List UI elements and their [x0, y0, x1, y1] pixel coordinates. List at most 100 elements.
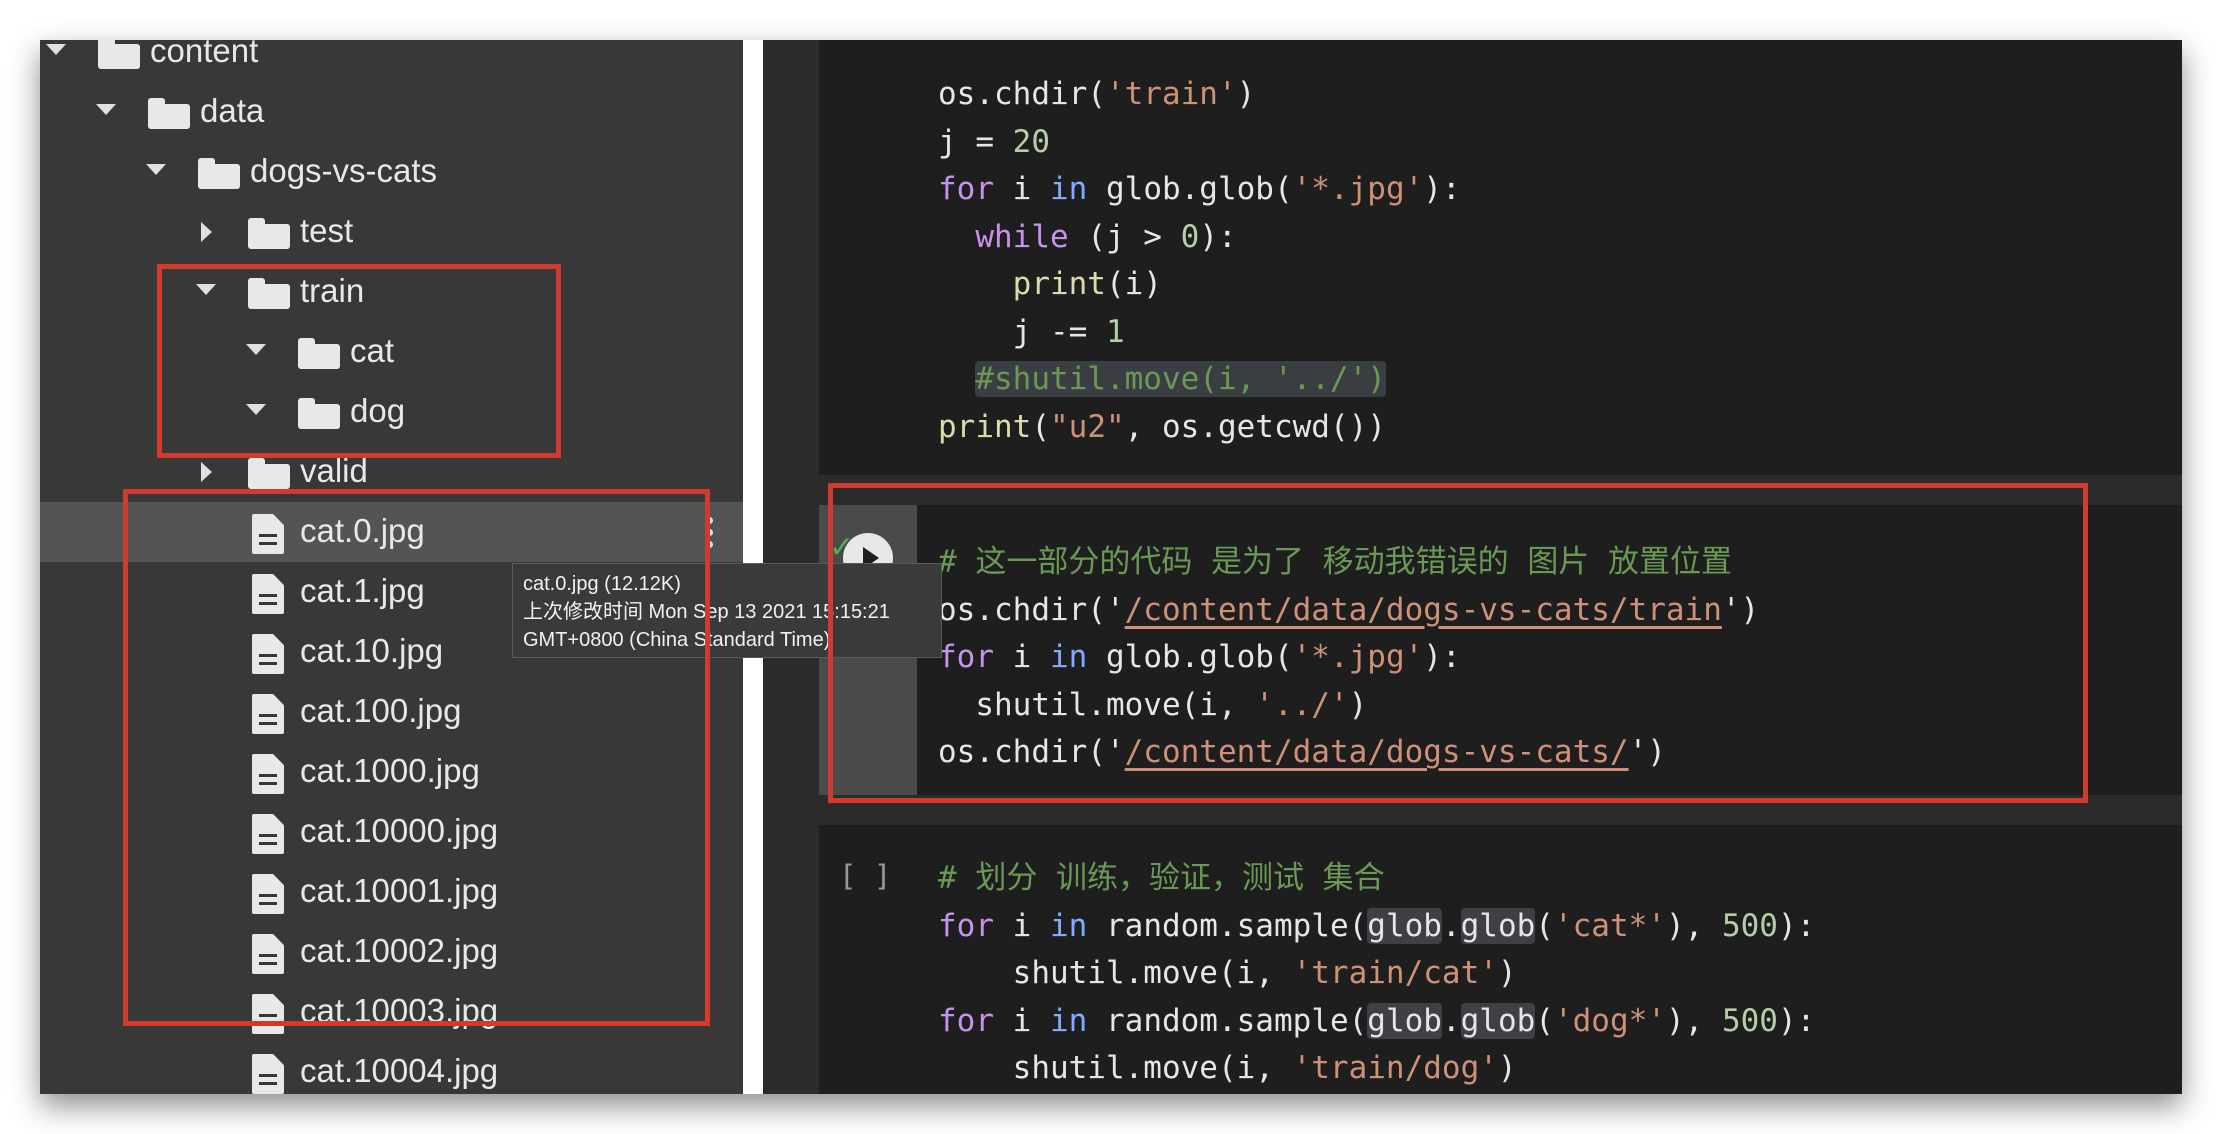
folder-label: test: [300, 212, 354, 249]
folder-row-data[interactable]: data: [40, 82, 743, 142]
code-token: ):: [1199, 218, 1237, 255]
file-row-cat-1-jpg[interactable]: cat.1.jpg: [40, 562, 743, 622]
code-token: (i): [1105, 266, 1162, 302]
folder-icon: [298, 398, 340, 429]
file-row-cat-10-jpg[interactable]: cat.10.jpg: [40, 622, 743, 682]
code-token: ):: [1423, 639, 1461, 675]
code-line: print("u2", os.getcwd()): [938, 404, 1461, 452]
code-line: shutil.move(i, 'train/dog'): [938, 1045, 1815, 1093]
code-token: [938, 219, 975, 255]
code-token: glob: [1367, 1002, 1442, 1039]
code-token: in: [1050, 907, 1088, 944]
folder-label: cat: [350, 332, 395, 369]
code-token: 'cat*': [1553, 907, 1666, 944]
file-label: cat.0.jpg: [300, 512, 425, 549]
folder-icon: [248, 278, 290, 309]
code-token: random.sample(: [1087, 907, 1368, 944]
code-token: glob.glob(: [1087, 171, 1293, 207]
code-token: .: [1441, 1002, 1461, 1039]
file-label: cat.1.jpg: [300, 572, 425, 609]
chevron-right-icon[interactable]: [201, 222, 212, 242]
folder-row-dog[interactable]: dog: [40, 382, 743, 442]
file-label: cat.1000.jpg: [300, 752, 480, 789]
folder-icon: [148, 98, 190, 129]
code-line: shutil.move(i, 'train/cat'): [938, 950, 1815, 998]
folder-label: content: [150, 40, 259, 69]
file-label: cat.10004.jpg: [300, 1052, 499, 1089]
code-token: for: [938, 907, 994, 944]
code-token: [938, 361, 975, 397]
code-token: shutil.move(i,: [938, 1050, 1293, 1086]
code-token: (: [1535, 907, 1554, 944]
file-row-cat-1000-jpg[interactable]: cat.1000.jpg: [40, 742, 743, 802]
code-token: 'train/cat': [1292, 955, 1498, 991]
code-token: ): [1497, 955, 1517, 991]
code-line: for i in glob.glob('*.jpg'):: [938, 166, 1461, 214]
file-row-cat-10000-jpg[interactable]: cat.10000.jpg: [40, 802, 743, 862]
folder-row-valid[interactable]: valid: [40, 442, 743, 502]
code-token: 'train': [1105, 76, 1237, 112]
chevron-down-icon[interactable]: [246, 404, 266, 415]
file-icon: [252, 814, 284, 854]
code-token: while: [975, 218, 1069, 255]
chevron-down-icon[interactable]: [246, 344, 266, 355]
folder-icon: [298, 338, 340, 369]
tooltip-file-size: cat.0.jpg (12.12K): [523, 573, 681, 595]
code-token: in: [1050, 1002, 1088, 1039]
code-token: i: [994, 907, 1050, 944]
code-line: for i in glob.glob('*.jpg'):: [938, 634, 1759, 682]
code-token: j -=: [938, 313, 1106, 350]
folder-label: train: [300, 272, 365, 309]
cell-3-run-bracket[interactable]: [ ]: [839, 859, 892, 893]
code-token: ): [1348, 686, 1368, 723]
code-token: i: [994, 1002, 1050, 1039]
code-token: '*.jpg': [1292, 171, 1424, 207]
file-icon: [252, 934, 284, 974]
execution-success-icon: ✓: [829, 531, 855, 564]
folder-row-test[interactable]: test: [40, 202, 743, 262]
file-row-cat-0-jpg[interactable]: cat.0.jpg: [40, 502, 743, 562]
code-token: #shutil.move(i, '../'): [975, 361, 1386, 397]
chevron-down-icon[interactable]: [46, 44, 66, 55]
annotation-box-train-folders: [157, 264, 561, 458]
code-token: os.chdir(: [938, 76, 1106, 112]
code-token: (: [1031, 408, 1050, 445]
file-label: cat.10001.jpg: [300, 872, 499, 909]
code-token: shutil.move(i,: [938, 686, 1256, 723]
code-token: ):: [1423, 171, 1461, 207]
code-token: print: [1012, 266, 1106, 302]
folder-row-train[interactable]: train: [40, 262, 743, 322]
folder-row-content[interactable]: content: [40, 40, 743, 82]
code-line: shutil.move(i, '../'): [938, 682, 1759, 730]
chevron-right-icon[interactable]: [201, 462, 212, 482]
file-icon: [252, 694, 284, 734]
code-token: , os.getcwd()): [1124, 408, 1386, 445]
code-token: (j >: [1068, 218, 1181, 255]
folder-row-dogs-vs-cats[interactable]: dogs-vs-cats: [40, 142, 743, 202]
file-icon: [252, 754, 284, 794]
chevron-down-icon[interactable]: [146, 164, 166, 175]
chevron-down-icon[interactable]: [96, 104, 116, 115]
file-row-cat-10002-jpg[interactable]: cat.10002.jpg: [40, 922, 743, 982]
chevron-down-icon[interactable]: [196, 284, 216, 295]
code-token: 1: [1105, 313, 1125, 350]
file-row-cat-10001-jpg[interactable]: cat.10001.jpg: [40, 862, 743, 922]
code-line: os.chdir('train'): [938, 71, 1461, 119]
folder-label: valid: [300, 452, 368, 489]
annotation-box-misplaced-files: [123, 489, 710, 1026]
code-token: glob.glob(: [1087, 639, 1293, 675]
file-row-cat-100-jpg[interactable]: cat.100.jpg: [40, 682, 743, 742]
code-token: i: [994, 639, 1050, 675]
folder-row-cat[interactable]: cat: [40, 322, 743, 382]
code-token: '*.jpg': [1292, 639, 1424, 675]
file-label: cat.10002.jpg: [300, 932, 499, 969]
file-row-cat-10004-jpg[interactable]: cat.10004.jpg: [40, 1042, 743, 1094]
code-token: random.sample(: [1087, 1002, 1368, 1039]
code-token: ): [1236, 76, 1256, 112]
